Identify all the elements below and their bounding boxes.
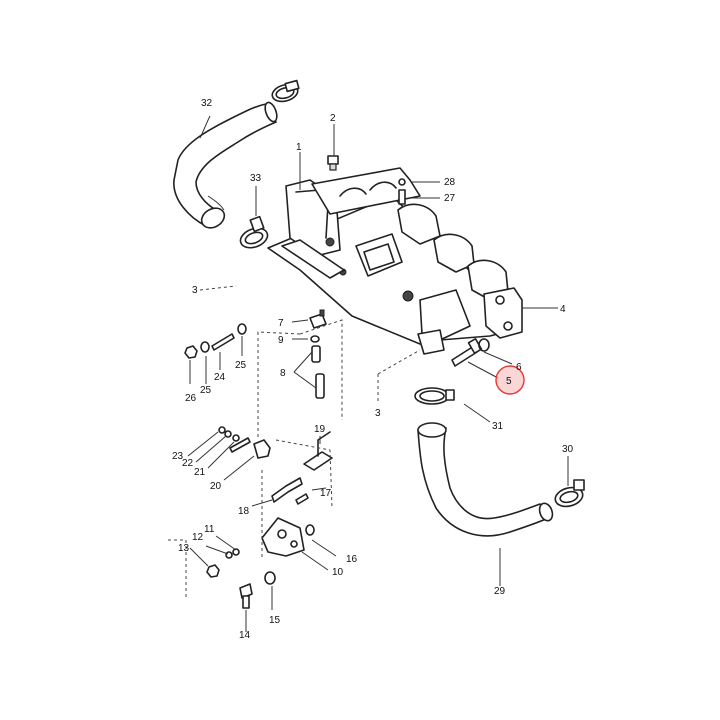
washer-25b: [200, 341, 210, 353]
callout-12: 12: [192, 532, 204, 543]
upper-hose-32: [173, 101, 278, 229]
callout-14: 14: [239, 630, 251, 641]
bolt-20: [229, 437, 251, 453]
callout-4: 4: [560, 304, 566, 315]
nut-23: [218, 426, 226, 434]
callout-9: 9: [278, 335, 284, 346]
washer-9: [310, 335, 320, 343]
leader-lines: [168, 115, 569, 632]
callout-29: 29: [494, 586, 506, 597]
callout-18: 18: [238, 506, 250, 517]
bracket-10: [261, 517, 305, 557]
screw-17: [295, 493, 309, 505]
callout-16: 16: [346, 554, 358, 565]
callout-13: 13: [178, 543, 190, 554]
callout-27: 27: [444, 193, 456, 204]
bracket-19: [303, 431, 333, 471]
callout-32: 32: [201, 98, 213, 109]
callout-22: 22: [182, 458, 194, 469]
washer-25a: [237, 323, 247, 335]
callout-1: 1: [296, 142, 302, 153]
callout-labels: 32 1 2 33 28 27 3 4 6 5 3 31 30 29 7 9 8…: [172, 98, 574, 641]
highlight-circle: [495, 365, 525, 395]
bolt-14: [239, 583, 253, 609]
washer-16: [305, 524, 315, 536]
hose-clamp-30: [554, 479, 585, 508]
hose-clamp-31: [414, 387, 455, 405]
callout-8: 8: [280, 368, 286, 379]
hose-clamp-33: [239, 215, 269, 249]
callout-24: 24: [214, 372, 226, 383]
callout-2: 2: [330, 113, 336, 124]
callout-11: 11: [204, 524, 215, 535]
callout-30: 30: [562, 444, 574, 455]
callout-10: 10: [332, 567, 344, 578]
link-18: [271, 477, 303, 503]
callout-33: 33: [250, 173, 262, 184]
washer-15: [264, 571, 276, 585]
hose-clamp-top: [271, 79, 300, 103]
fitting-7: [309, 309, 327, 329]
callout-25b: 25: [200, 385, 212, 396]
callout-21: 21: [194, 467, 206, 478]
washer-6: [478, 338, 490, 352]
stud-24: [211, 333, 235, 351]
callout-25a: 25: [235, 360, 247, 371]
washer-11: [232, 548, 240, 556]
nut-13: [206, 564, 220, 578]
washer-22: [224, 430, 232, 438]
callout-5: 5: [506, 376, 512, 387]
callout-17: 17: [320, 488, 332, 499]
fitting-27-28: [398, 178, 406, 205]
callout-19: 19: [314, 424, 326, 435]
nut-26: [184, 345, 198, 359]
washer-21: [232, 434, 240, 442]
callout-6: 6: [516, 362, 522, 373]
callout-20: 20: [210, 481, 222, 492]
pins-8: [311, 345, 325, 399]
lower-hose-29: [417, 422, 554, 537]
callout-26: 26: [185, 393, 197, 404]
callout-7: 7: [278, 318, 284, 329]
callout-31: 31: [492, 421, 504, 432]
callout-28: 28: [444, 177, 456, 188]
block-20: [253, 439, 271, 459]
callout-15: 15: [269, 615, 281, 626]
washer-12: [225, 551, 233, 559]
plug-2: [327, 155, 339, 171]
bolt-5: [451, 338, 483, 367]
callout-23: 23: [172, 451, 184, 462]
manifold-assembly: [267, 167, 523, 355]
callout-3a: 3: [192, 285, 198, 296]
callout-3b: 3: [375, 408, 381, 419]
